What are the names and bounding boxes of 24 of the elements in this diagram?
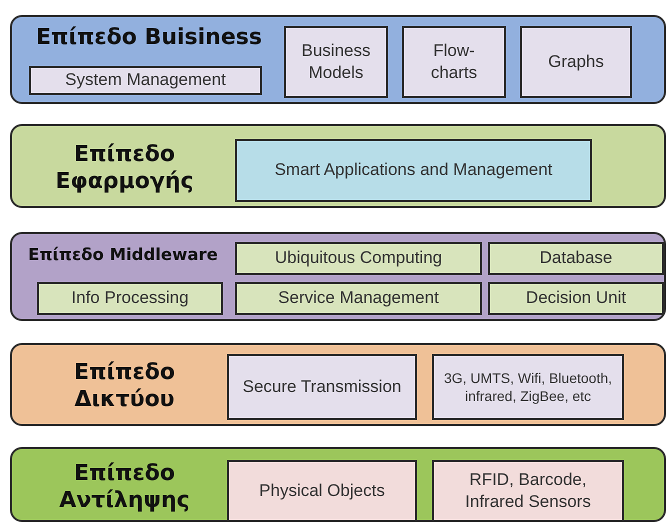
layer-heading: Επίπεδο Δικτύου [73,358,176,414]
layer-heading: Επίπεδο Middleware [27,244,219,266]
component-box: Decision Unit [488,282,664,315]
component-box: Flow- charts [402,26,506,98]
layer-heading: Επίπεδο Buisiness [35,24,263,52]
layer-band [10,232,666,321]
component-box: RFID, Barcode, Infrared Sensors [432,460,624,522]
layer-heading: Επίπεδο Εφαρμογής [54,140,195,196]
layer-band [10,124,666,208]
layer-heading: Επίπεδο Αντίληψης [58,460,191,515]
component-box: Ubiquitous Computing [235,242,482,275]
component-box: System Management [29,66,262,95]
component-box: Info Processing [37,282,223,315]
component-box: Secure Transmission [227,354,417,420]
component-box: Graphs [520,26,632,98]
layer-band [10,343,666,426]
component-box: Smart Applications and Management [235,139,592,202]
layer-band [10,447,666,522]
component-box: Database [488,242,664,275]
component-box: Physical Objects [227,460,417,522]
component-box: Business Models [284,26,388,98]
component-box: 3G, UMTS, Wifi, Bluetooth, infrared, ZigBee, etc [432,354,624,420]
layer-band [10,15,666,104]
component-box: Service Management [235,282,482,315]
